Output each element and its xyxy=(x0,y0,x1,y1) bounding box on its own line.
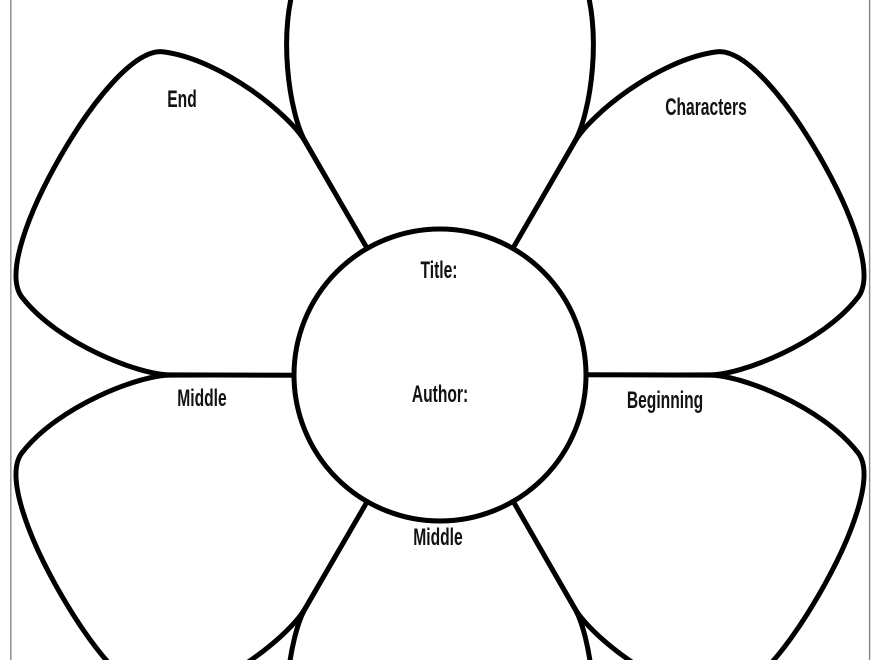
petal-label-middle-left: Middle xyxy=(177,385,227,412)
center-author-label: Author: xyxy=(411,381,469,408)
petal-label-middle-bottom: Middle xyxy=(413,524,463,551)
petal-label-characters: Characters xyxy=(665,94,747,121)
petal-label-beginning: Beginning xyxy=(626,387,704,414)
center-title-label: Title: xyxy=(420,257,458,284)
center-circle xyxy=(291,226,589,524)
petal-label-end: End xyxy=(167,86,197,113)
